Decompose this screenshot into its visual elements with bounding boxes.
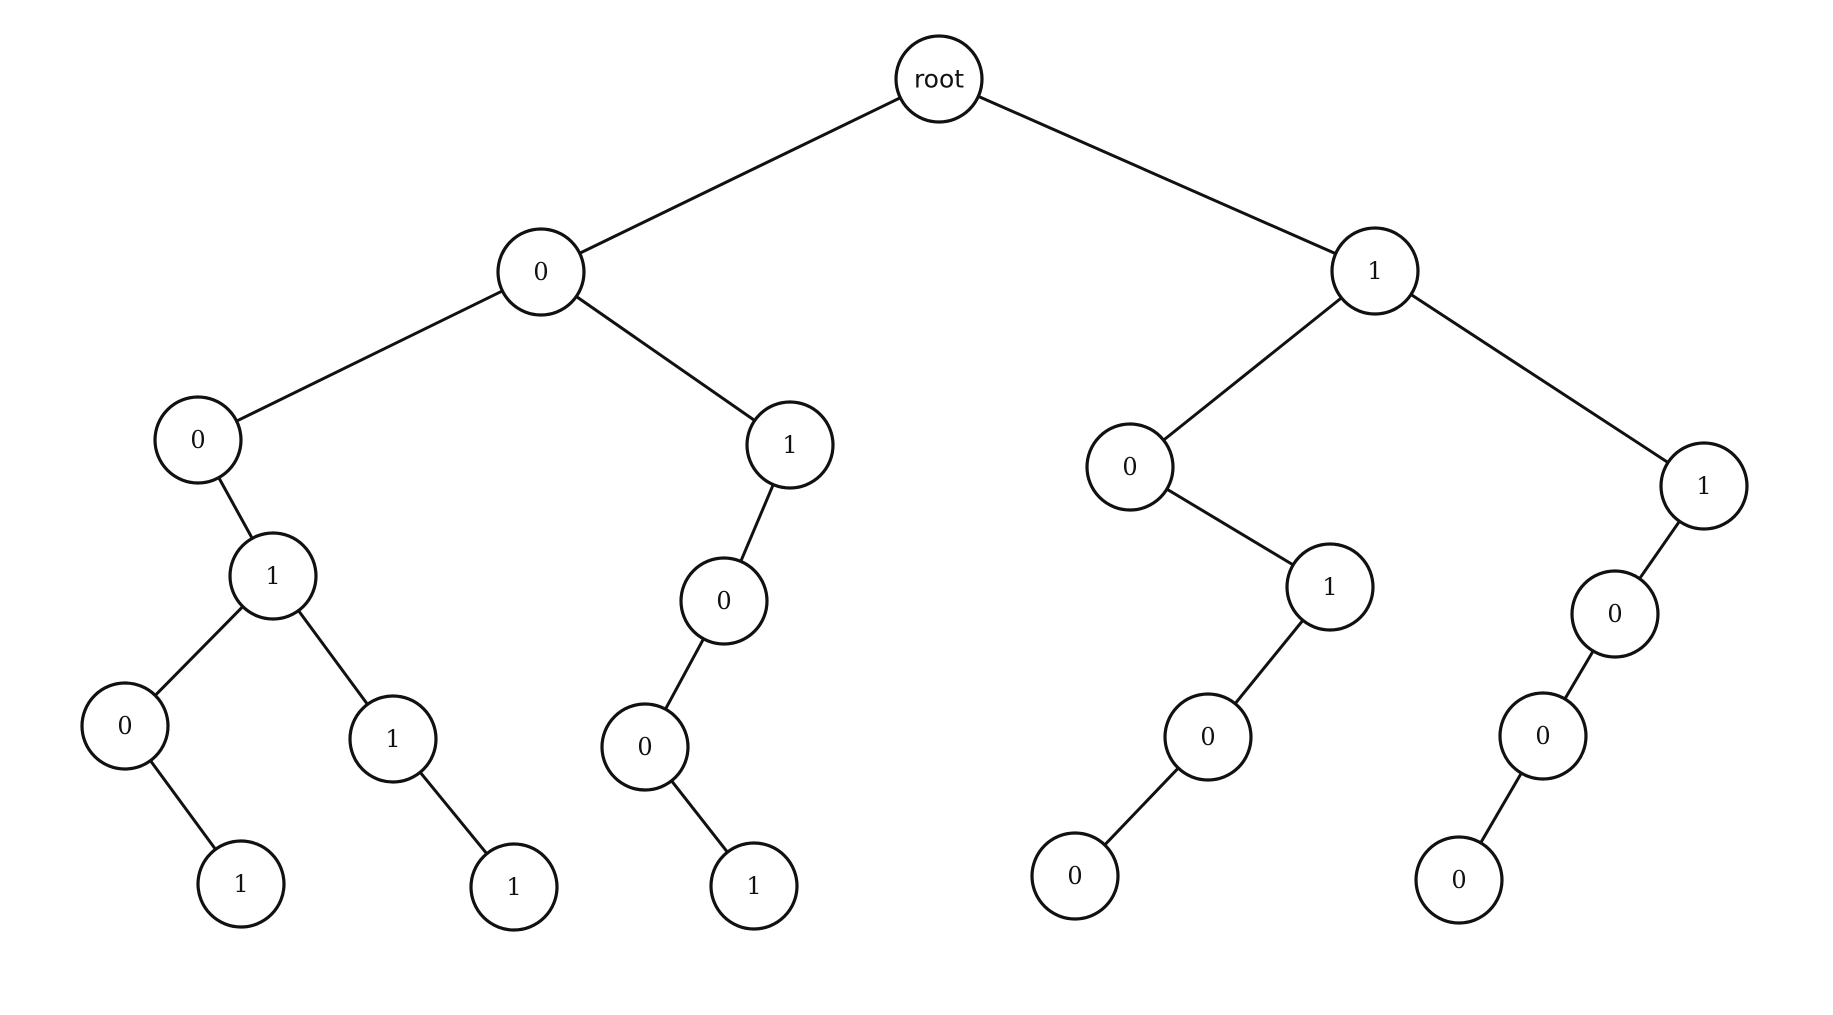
tree-node: 0	[496, 227, 586, 317]
node-circle	[745, 400, 835, 490]
tree-node: 0	[600, 702, 690, 792]
node-circle	[709, 841, 799, 931]
edge-n0011-n00111	[419, 771, 488, 855]
node-label: 1	[746, 872, 761, 900]
node-circle	[1498, 691, 1588, 781]
edge-n110-n1100	[1563, 650, 1595, 700]
edge-n0010-n00101	[149, 759, 217, 851]
node-circle	[1414, 835, 1504, 925]
tree-node: 0	[1030, 831, 1120, 921]
node-label: 1	[1696, 472, 1711, 500]
tree-node: 1	[196, 839, 286, 929]
node-label: 0	[190, 426, 205, 454]
node-label: 0	[1607, 600, 1622, 628]
node-circle	[1330, 226, 1420, 316]
node-circle	[80, 681, 170, 771]
edge-n1-n11	[1410, 293, 1669, 464]
node-circle	[153, 395, 243, 485]
node-label: 1	[265, 562, 280, 590]
tree-node: 0	[80, 681, 170, 771]
tree-node: 1	[1330, 226, 1420, 316]
root-node: root	[894, 34, 984, 124]
edge-n10-n101	[1166, 487, 1294, 567]
node-label: 0	[533, 258, 548, 286]
tree-node: 1	[1659, 441, 1749, 531]
tree-node: 0	[679, 556, 769, 646]
node-label: 1	[233, 870, 248, 898]
tree-node: 1	[469, 842, 559, 932]
node-circle	[894, 34, 984, 124]
node-circle	[679, 556, 769, 646]
edge-n0100-n01001	[670, 779, 729, 854]
node-label: 1	[782, 431, 797, 459]
edge-n00-n001	[217, 476, 254, 540]
node-circle	[1570, 569, 1660, 659]
node-label: root	[914, 65, 964, 94]
node-label: 1	[1322, 573, 1337, 601]
tree-node: 1	[228, 531, 318, 621]
node-circle	[196, 839, 286, 929]
node-label: 0	[637, 733, 652, 761]
node-label: 1	[1367, 257, 1382, 285]
edge-n1010-n10100	[1103, 767, 1180, 846]
edge-root-n1	[977, 94, 1337, 256]
edge-n0-n00	[235, 289, 504, 423]
node-circle	[1085, 422, 1175, 512]
node-label: 0	[117, 712, 132, 740]
tree-edges	[149, 94, 1681, 855]
node-circle	[348, 694, 438, 784]
tree-node: 0	[1163, 692, 1253, 782]
edge-root-n0	[579, 96, 901, 255]
node-circle	[496, 227, 586, 317]
tree-node: 0	[153, 395, 243, 485]
node-circle	[228, 531, 318, 621]
node-label: 1	[385, 725, 400, 753]
edge-n010-n0100	[664, 638, 705, 710]
node-label: 0	[716, 587, 731, 615]
edge-n01-n010	[739, 484, 775, 562]
edge-n1-n10	[1162, 296, 1343, 442]
tree-node: 0	[1570, 569, 1660, 659]
node-circle	[1285, 542, 1375, 632]
edge-n101-n1010	[1233, 619, 1305, 705]
tree-node: 1	[745, 400, 835, 490]
node-label: 0	[1067, 862, 1082, 890]
node-circle	[1163, 692, 1253, 782]
tree-nodes: root 0 1 0 1 1 0 1 1 1 0 0 1 0 1 0 0 1 0 0 0	[80, 34, 1749, 932]
node-circle	[469, 842, 559, 932]
tree-node: 1	[709, 841, 799, 931]
edge-n0-n01	[575, 295, 756, 422]
node-label: 0	[1122, 453, 1137, 481]
node-label: 0	[1200, 723, 1215, 751]
node-circle	[600, 702, 690, 792]
edge-n1100-n11000	[1479, 772, 1523, 844]
node-label: 0	[1535, 722, 1550, 750]
tree-node: 1	[1285, 542, 1375, 632]
edge-n001-n0011	[297, 609, 369, 706]
node-circle	[1659, 441, 1749, 531]
edge-n11-n110	[1638, 520, 1681, 580]
tree-node: 1	[348, 694, 438, 784]
node-circle	[1030, 831, 1120, 921]
node-label: 0	[1451, 866, 1466, 894]
tree-node: 0	[1085, 422, 1175, 512]
tree-node: 0	[1414, 835, 1504, 925]
edge-n001-n0010	[154, 605, 244, 697]
tree-node: 0	[1498, 691, 1588, 781]
node-label: 1	[506, 873, 521, 901]
